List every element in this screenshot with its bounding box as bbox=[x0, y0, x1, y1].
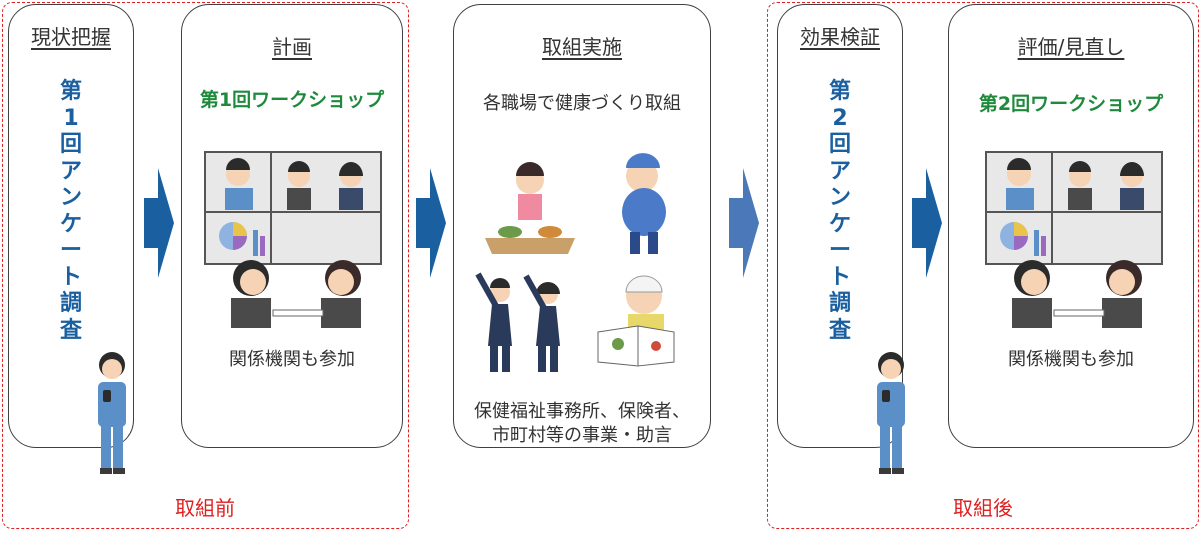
worker-phone-illustration bbox=[98, 352, 126, 474]
survey1-title: 現状把握 bbox=[31, 25, 111, 49]
worker-phone-illustration-2 bbox=[877, 352, 905, 474]
survey1-vertical-text: 第 1 回 ア ン ケ ー ト 調 査 bbox=[59, 79, 82, 343]
before-group-frame bbox=[2, 2, 409, 529]
action-box: 取組実施 各職場で健康づくり取組 保健福祉事務所、保険者、 市町村等の事業・助言 bbox=[453, 4, 711, 448]
verify-vertical-text: 第 2 回 ア ン ケ ー ト 調 査 bbox=[828, 79, 851, 343]
menu-reading-illustration bbox=[597, 275, 675, 367]
healthy-eating-illustration bbox=[485, 162, 575, 254]
stretching-illustration bbox=[475, 272, 560, 372]
plan-title: 計画 bbox=[272, 35, 312, 59]
action-title: 取組実施 bbox=[542, 35, 622, 59]
arrow-1 bbox=[144, 168, 174, 278]
plan-caption: 関係機関も参加 bbox=[229, 349, 355, 370]
after-label: 取組後 bbox=[953, 496, 1013, 520]
arrow-4 bbox=[912, 168, 942, 278]
verify-title: 効果検証 bbox=[800, 25, 880, 49]
review-caption: 関係機関も参加 bbox=[1008, 349, 1134, 370]
review-workshop: 第2回ワークショップ bbox=[978, 93, 1164, 115]
arrow-2 bbox=[416, 168, 446, 278]
review-title: 評価/見直し bbox=[1017, 35, 1125, 59]
running-illustration bbox=[622, 153, 666, 254]
before-label: 取組前 bbox=[175, 496, 235, 520]
action-subtitle: 各職場で健康づくり取組 bbox=[483, 93, 681, 114]
arrow-3 bbox=[729, 168, 759, 278]
action-caption-line2: 市町村等の事業・助言 bbox=[492, 425, 672, 446]
video-meeting-illustration-2 bbox=[985, 151, 1163, 328]
plan-workshop: 第1回ワークショップ bbox=[199, 89, 385, 111]
after-group-frame bbox=[767, 2, 1199, 529]
video-meeting-illustration bbox=[204, 151, 382, 328]
action-caption-line1: 保健福祉事務所、保険者、 bbox=[474, 401, 690, 422]
